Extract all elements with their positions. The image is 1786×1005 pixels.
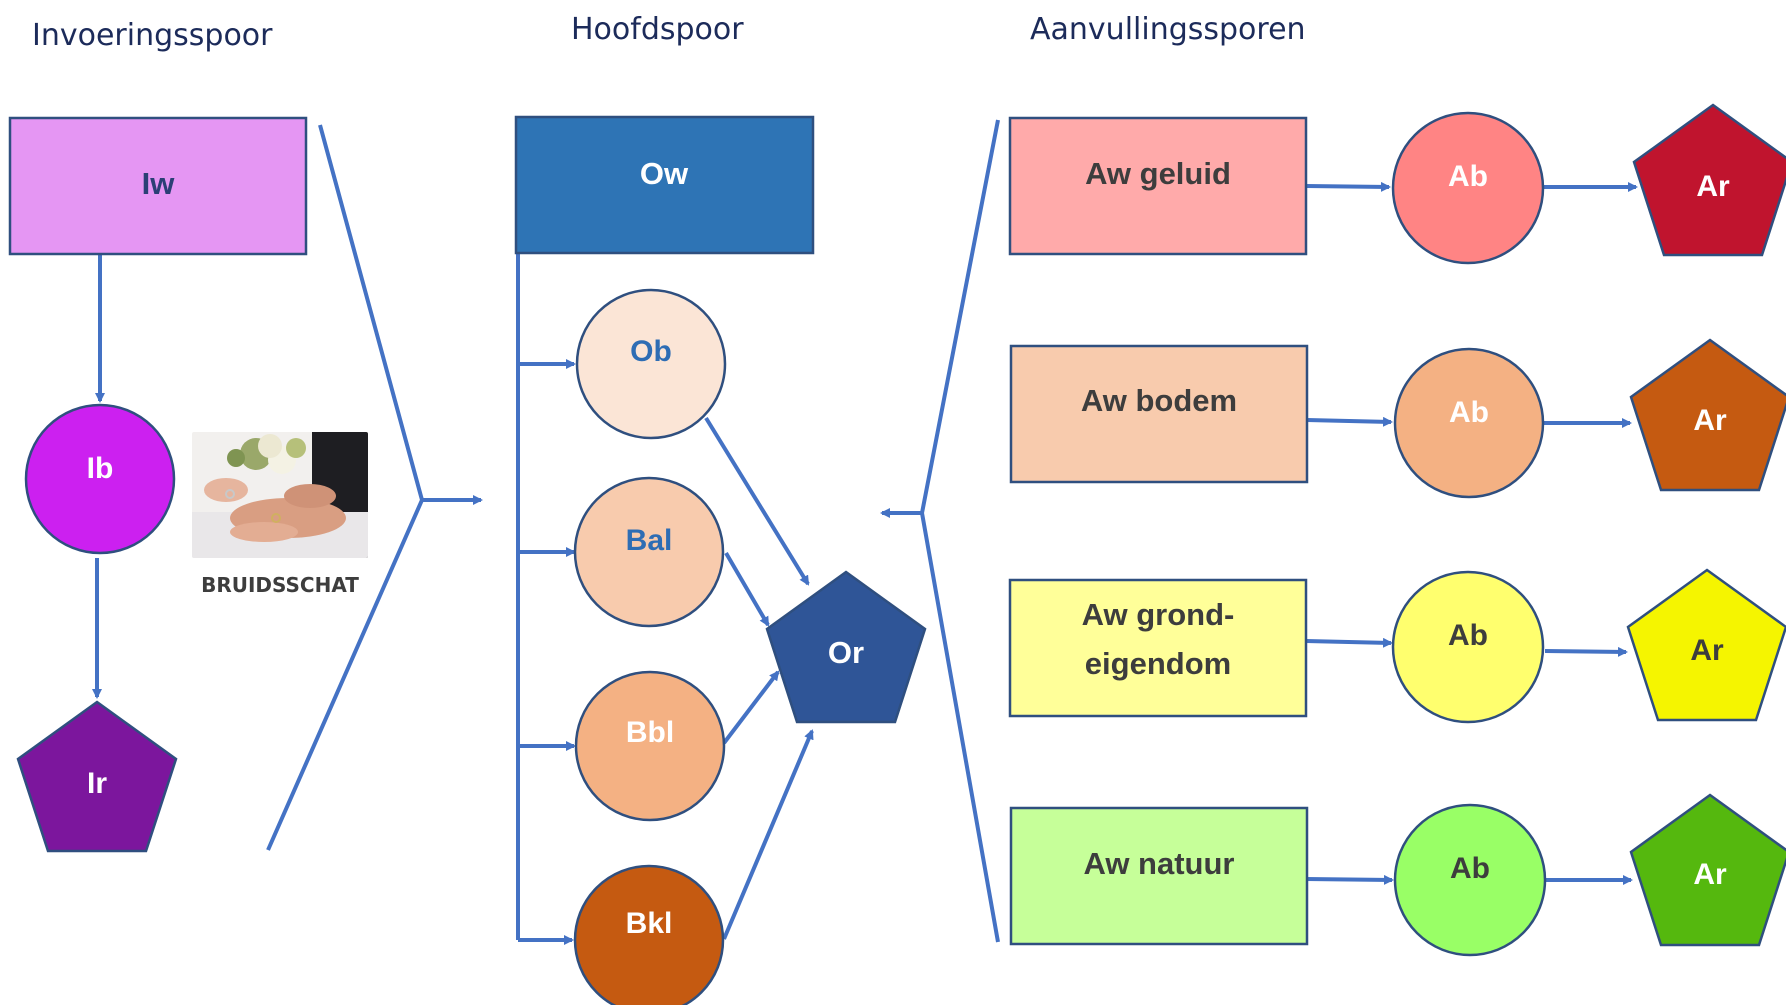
ar-grondeigendom-pentagon bbox=[1626, 568, 1786, 722]
arrow-track2-box-circle bbox=[1306, 416, 1393, 427]
arrow-bkl-or bbox=[722, 729, 814, 940]
ow-law-box bbox=[514, 115, 815, 255]
arrow-ob-or bbox=[704, 416, 810, 586]
aw-grondeigendom-label-line1: Aw grond- bbox=[1082, 597, 1235, 632]
header-invoeringsspoor: Invoeringsspoor bbox=[32, 18, 273, 53]
ar-bodem-pentagon bbox=[1629, 338, 1786, 492]
ab-geluid-circle bbox=[1391, 111, 1545, 265]
ab-bodem-circle bbox=[1393, 347, 1545, 499]
arrow-track4-box-circle bbox=[1305, 874, 1394, 885]
aw-grondeigendom-label-line2: eigendom bbox=[1085, 646, 1231, 681]
arrow-track1-box-circle bbox=[1305, 181, 1391, 192]
bbl-decree-circle bbox=[574, 670, 726, 822]
ow-label: Ow bbox=[640, 156, 689, 191]
aw-grondeigendom-box bbox=[1008, 578, 1308, 718]
bkl-decree-circle bbox=[573, 864, 725, 1005]
or-label: Or bbox=[828, 635, 864, 670]
ir-label: Ir bbox=[87, 767, 107, 800]
track-geluid: Aw geluid Ab Ar bbox=[1008, 103, 1786, 265]
ob-decree-circle bbox=[575, 288, 727, 440]
bbl-label: Bbl bbox=[626, 716, 674, 749]
aw-bodem-box bbox=[1009, 344, 1309, 484]
ar-geluid-pentagon bbox=[1632, 103, 1786, 257]
ib-label: Ib bbox=[87, 452, 114, 485]
iw-law-box bbox=[8, 116, 308, 256]
connectors bbox=[92, 119, 1638, 945]
ab-natuur-label: Ab bbox=[1450, 852, 1490, 885]
aw-geluid-label: Aw geluid bbox=[1085, 156, 1231, 191]
ar-natuur-label: Ar bbox=[1693, 858, 1727, 891]
bracket-right bbox=[919, 119, 1000, 943]
track-grondeigendom: Aw grond- eigendom Ab Ar bbox=[1008, 568, 1786, 724]
ar-grondeigendom-label: Ar bbox=[1690, 634, 1724, 667]
arrow-track3-box-circle bbox=[1305, 637, 1393, 648]
header-hoofdspoor: Hoofdspoor bbox=[571, 12, 744, 47]
iw-label: Iw bbox=[142, 166, 176, 201]
ar-geluid-label: Ar bbox=[1696, 170, 1730, 203]
ar-natuur-pentagon bbox=[1629, 793, 1786, 947]
bkl-label: Bkl bbox=[626, 907, 673, 940]
track-natuur: Aw natuur Ab Ar bbox=[1009, 793, 1786, 957]
header-aanvullingssporen: Aanvullingssporen bbox=[1030, 12, 1306, 47]
ar-bodem-label: Ar bbox=[1693, 404, 1727, 437]
aw-natuur-box bbox=[1009, 806, 1309, 946]
ab-grondeigendom-label: Ab bbox=[1448, 619, 1488, 652]
ab-bodem-label: Ab bbox=[1449, 396, 1489, 429]
ab-natuur-circle bbox=[1393, 803, 1547, 957]
arrow-track3-circle-pent bbox=[1544, 646, 1628, 657]
or-regulation-pentagon bbox=[765, 570, 927, 724]
arrow-bal-or bbox=[724, 551, 770, 627]
ab-grondeigendom-circle bbox=[1391, 570, 1545, 724]
ab-geluid-label: Ab bbox=[1448, 160, 1488, 193]
wedding-rings-photo bbox=[192, 432, 368, 558]
aw-geluid-box bbox=[1008, 116, 1308, 256]
track-bodem: Aw bodem Ab Ar bbox=[1009, 338, 1786, 499]
ir-regulation-pentagon bbox=[16, 700, 178, 853]
arrow-bbl-or bbox=[722, 670, 780, 745]
aw-natuur-label: Aw natuur bbox=[1084, 846, 1235, 881]
aw-bodem-label: Aw bodem bbox=[1081, 383, 1237, 418]
bal-decree-circle bbox=[573, 476, 725, 628]
bal-label: Bal bbox=[626, 524, 673, 557]
ob-label: Ob bbox=[630, 335, 672, 368]
ib-decree-circle bbox=[24, 403, 176, 555]
photo-caption: BRUIDSSCHAT bbox=[201, 573, 359, 597]
